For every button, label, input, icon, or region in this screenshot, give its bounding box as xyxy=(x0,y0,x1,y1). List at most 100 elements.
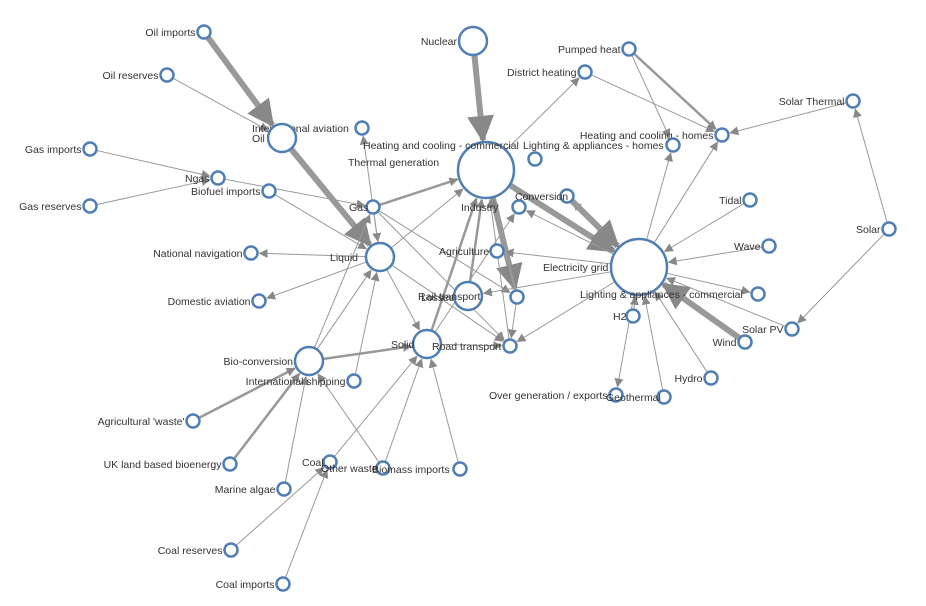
node-international-shipping[interactable]: International shipping xyxy=(246,373,362,389)
node-oil-reserves[interactable]: Oil reserves xyxy=(102,67,175,83)
node-liquid[interactable]: Liquid xyxy=(330,241,396,273)
node-circle[interactable] xyxy=(365,199,381,215)
node-circle[interactable] xyxy=(196,24,212,40)
node-over-generation[interactable]: Over generation / exports xyxy=(489,387,624,403)
node-district-heating[interactable]: District heating xyxy=(507,64,593,80)
node-rail-transport[interactable]: Rail transport xyxy=(418,280,484,312)
node-ngas[interactable]: Ngas xyxy=(185,170,226,186)
node-circle[interactable] xyxy=(82,198,98,214)
node-circle[interactable] xyxy=(266,122,298,154)
node-circle[interactable] xyxy=(656,389,672,405)
node-tidal[interactable]: Tidal xyxy=(719,192,758,208)
node-circle[interactable] xyxy=(275,576,291,592)
node-circle[interactable] xyxy=(527,151,543,167)
node-circle[interactable] xyxy=(293,345,325,377)
node-circle[interactable] xyxy=(452,461,468,477)
node-coal-imports[interactable]: Coal imports xyxy=(216,576,291,592)
node-coal-reserves[interactable]: Coal reserves xyxy=(158,542,239,558)
node-bio-conversion[interactable]: Bio-conversion xyxy=(224,345,325,377)
node-national-navigation[interactable]: National navigation xyxy=(153,245,259,261)
node-wind[interactable]: Wind xyxy=(713,334,753,350)
node-heating-cooling-homes[interactable]: Heating and cooling - homes xyxy=(580,127,730,143)
node-heating-cooling-commercial[interactable]: Heating and cooling - commercial xyxy=(363,140,543,167)
node-wave[interactable]: Wave xyxy=(734,238,777,254)
node-hydro[interactable]: Hydro xyxy=(674,370,719,386)
node-thermal-generation[interactable]: Thermal generation xyxy=(348,140,516,200)
node-gas-reserves[interactable]: Gas reserves xyxy=(19,198,98,214)
node-circle[interactable] xyxy=(881,221,897,237)
node-uk-land-bioenergy[interactable]: UK land based bioenergy xyxy=(104,456,238,472)
node-circle[interactable] xyxy=(608,387,624,403)
node-circle[interactable] xyxy=(511,199,527,215)
node-gas[interactable]: Gas xyxy=(349,199,381,215)
node-circle[interactable] xyxy=(845,93,861,109)
node-label: Over generation / exports xyxy=(489,390,607,402)
node-circle[interactable] xyxy=(411,328,443,360)
node-circle[interactable] xyxy=(625,308,641,324)
node-circle[interactable] xyxy=(559,188,575,204)
node-circle[interactable] xyxy=(82,141,98,157)
node-circle[interactable] xyxy=(251,293,267,309)
node-other-waste[interactable]: Other waste xyxy=(321,460,391,476)
link-liquid-to-road-transport xyxy=(391,264,504,342)
node-solar-thermal[interactable]: Solar Thermal xyxy=(779,93,861,109)
node-circle[interactable] xyxy=(223,542,239,558)
node-circle[interactable] xyxy=(354,120,370,136)
node-circle[interactable] xyxy=(364,241,396,273)
node-agricultural-waste[interactable]: Agricultural 'waste' xyxy=(98,413,201,429)
node-circle[interactable] xyxy=(222,456,238,472)
node-electricity-grid[interactable]: Electricity grid xyxy=(543,237,669,297)
node-circle[interactable] xyxy=(489,243,505,259)
node-solar-pv[interactable]: Solar PV xyxy=(742,321,800,337)
node-circle[interactable] xyxy=(621,41,637,57)
node-circle[interactable] xyxy=(703,370,719,386)
node-circle[interactable] xyxy=(456,140,516,200)
node-circle[interactable] xyxy=(243,245,259,261)
node-industry[interactable]: Industry xyxy=(461,199,527,215)
node-marine-algae[interactable]: Marine algae xyxy=(215,481,292,497)
node-circle[interactable] xyxy=(276,481,292,497)
node-oil-imports[interactable]: Oil imports xyxy=(145,24,212,40)
node-label: Coal imports xyxy=(216,579,275,591)
node-circle[interactable] xyxy=(322,454,338,470)
node-coal[interactable]: Coal xyxy=(302,454,338,470)
node-circle[interactable] xyxy=(261,183,277,199)
node-circle[interactable] xyxy=(737,334,753,350)
node-circle[interactable] xyxy=(784,321,800,337)
node-geothermal[interactable]: Geothermal xyxy=(606,389,672,405)
node-circle[interactable] xyxy=(761,238,777,254)
node-lighting-appliances-commercial[interactable]: Lighting & appliances - commercial xyxy=(580,286,766,302)
node-circle[interactable] xyxy=(457,25,489,57)
node-circle[interactable] xyxy=(346,373,362,389)
node-label: Gas xyxy=(349,202,368,214)
node-nuclear[interactable]: Nuclear xyxy=(421,25,489,57)
node-circle[interactable] xyxy=(577,64,593,80)
node-biomass-imports[interactable]: Biomass imports xyxy=(372,461,468,477)
node-domestic-aviation[interactable]: Domestic aviation xyxy=(168,293,267,309)
node-losses[interactable]: Losses xyxy=(421,289,525,305)
node-circle[interactable] xyxy=(714,127,730,143)
node-conversion[interactable]: Conversion xyxy=(515,188,575,204)
node-circle[interactable] xyxy=(609,237,669,297)
node-oil[interactable]: Oil xyxy=(252,122,298,154)
node-circle[interactable] xyxy=(159,67,175,83)
node-h2[interactable]: H2 xyxy=(613,308,641,324)
node-biofuel-imports[interactable]: Biofuel imports xyxy=(191,183,277,199)
link-h2-to-electricity-grid xyxy=(629,295,639,310)
node-circle[interactable] xyxy=(509,289,525,305)
node-circle[interactable] xyxy=(750,286,766,302)
node-road-transport[interactable]: Road transport xyxy=(432,338,518,354)
node-solid[interactable]: Solid xyxy=(391,328,443,360)
node-circle[interactable] xyxy=(375,460,391,476)
node-circle[interactable] xyxy=(452,280,484,312)
node-solar[interactable]: Solar xyxy=(856,221,897,237)
node-circle[interactable] xyxy=(502,338,518,354)
node-pumped-heat[interactable]: Pumped heat xyxy=(558,41,637,57)
node-lighting-appliances-homes[interactable]: Lighting & appliances - homes xyxy=(523,137,681,153)
node-circle[interactable] xyxy=(210,170,226,186)
node-gas-imports[interactable]: Gas imports xyxy=(25,141,98,157)
node-circle[interactable] xyxy=(742,192,758,208)
node-agriculture[interactable]: Agriculture xyxy=(439,243,505,259)
node-circle[interactable] xyxy=(185,413,201,429)
node-circle[interactable] xyxy=(665,137,681,153)
